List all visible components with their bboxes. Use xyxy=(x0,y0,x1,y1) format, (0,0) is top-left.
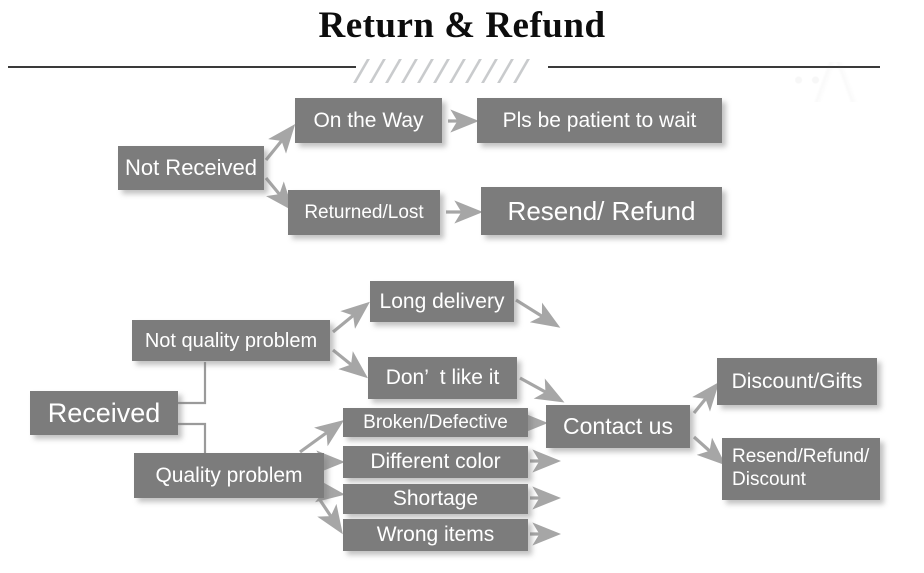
node-resend-refund[interactable]: Resend/ Refund xyxy=(481,187,722,235)
node-not-quality-problem[interactable]: Not quality problem xyxy=(132,320,330,361)
arrow-quality-to-broken-defective xyxy=(299,419,345,454)
node-quality-problem[interactable]: Quality problem xyxy=(134,453,324,498)
arrow-dont-like-it-to-contact xyxy=(519,376,565,403)
arrow-not-quality-to-dont-like-it xyxy=(331,348,368,379)
resend-refund-discount-line-2: Discount xyxy=(732,469,806,490)
arrow-contact-to-discount-gifts xyxy=(692,382,720,415)
page-title: Return & Refund xyxy=(318,5,606,46)
node-broken-defective[interactable]: Broken/Defective xyxy=(343,408,528,437)
node-on-the-way[interactable]: On the Way xyxy=(295,98,442,143)
node-returned-lost[interactable]: Returned/Lost xyxy=(288,190,440,235)
faint-watermark xyxy=(770,62,900,102)
arrow-not-received-to-returned-lost xyxy=(264,176,294,211)
divider-rule-right xyxy=(548,66,880,68)
node-pls-be-patient-to-wait[interactable]: Pls be patient to wait xyxy=(477,98,722,143)
resend-refund-discount-line-1: Resend/Refund/ xyxy=(732,446,870,467)
arrow-long-delivery-to-contact xyxy=(515,298,561,328)
arrow-contact-to-resend-refund-discount xyxy=(692,435,726,466)
node-contact-us[interactable]: Contact us xyxy=(546,405,690,448)
node-different-color[interactable]: Different color xyxy=(343,446,528,478)
node-resend-refund-discount[interactable]: Resend/Refund/ Discount xyxy=(722,438,880,500)
arrow-quality-to-wrong-items xyxy=(317,499,343,535)
line-received-to-not-quality xyxy=(178,362,207,405)
title-divider xyxy=(0,58,924,84)
node-long-delivery[interactable]: Long delivery xyxy=(370,281,514,322)
arrow-quality-to-shortage xyxy=(315,479,346,503)
divider-rule-left xyxy=(8,66,356,68)
diagonal-hatch-divider-icon xyxy=(353,58,544,84)
node-dont-like-it[interactable]: Don’ t like it xyxy=(368,357,517,399)
line-received-to-quality xyxy=(178,422,207,455)
node-not-received[interactable]: Not Received xyxy=(118,146,264,190)
node-shortage[interactable]: Shortage xyxy=(343,484,528,514)
node-received[interactable]: Received xyxy=(30,391,178,435)
node-discount-gifts[interactable]: Discount/Gifts xyxy=(717,358,877,405)
arrow-not-quality-to-long-delivery xyxy=(331,301,370,334)
arrow-not-received-to-on-the-way xyxy=(264,124,296,162)
node-wrong-items[interactable]: Wrong items xyxy=(343,519,528,551)
